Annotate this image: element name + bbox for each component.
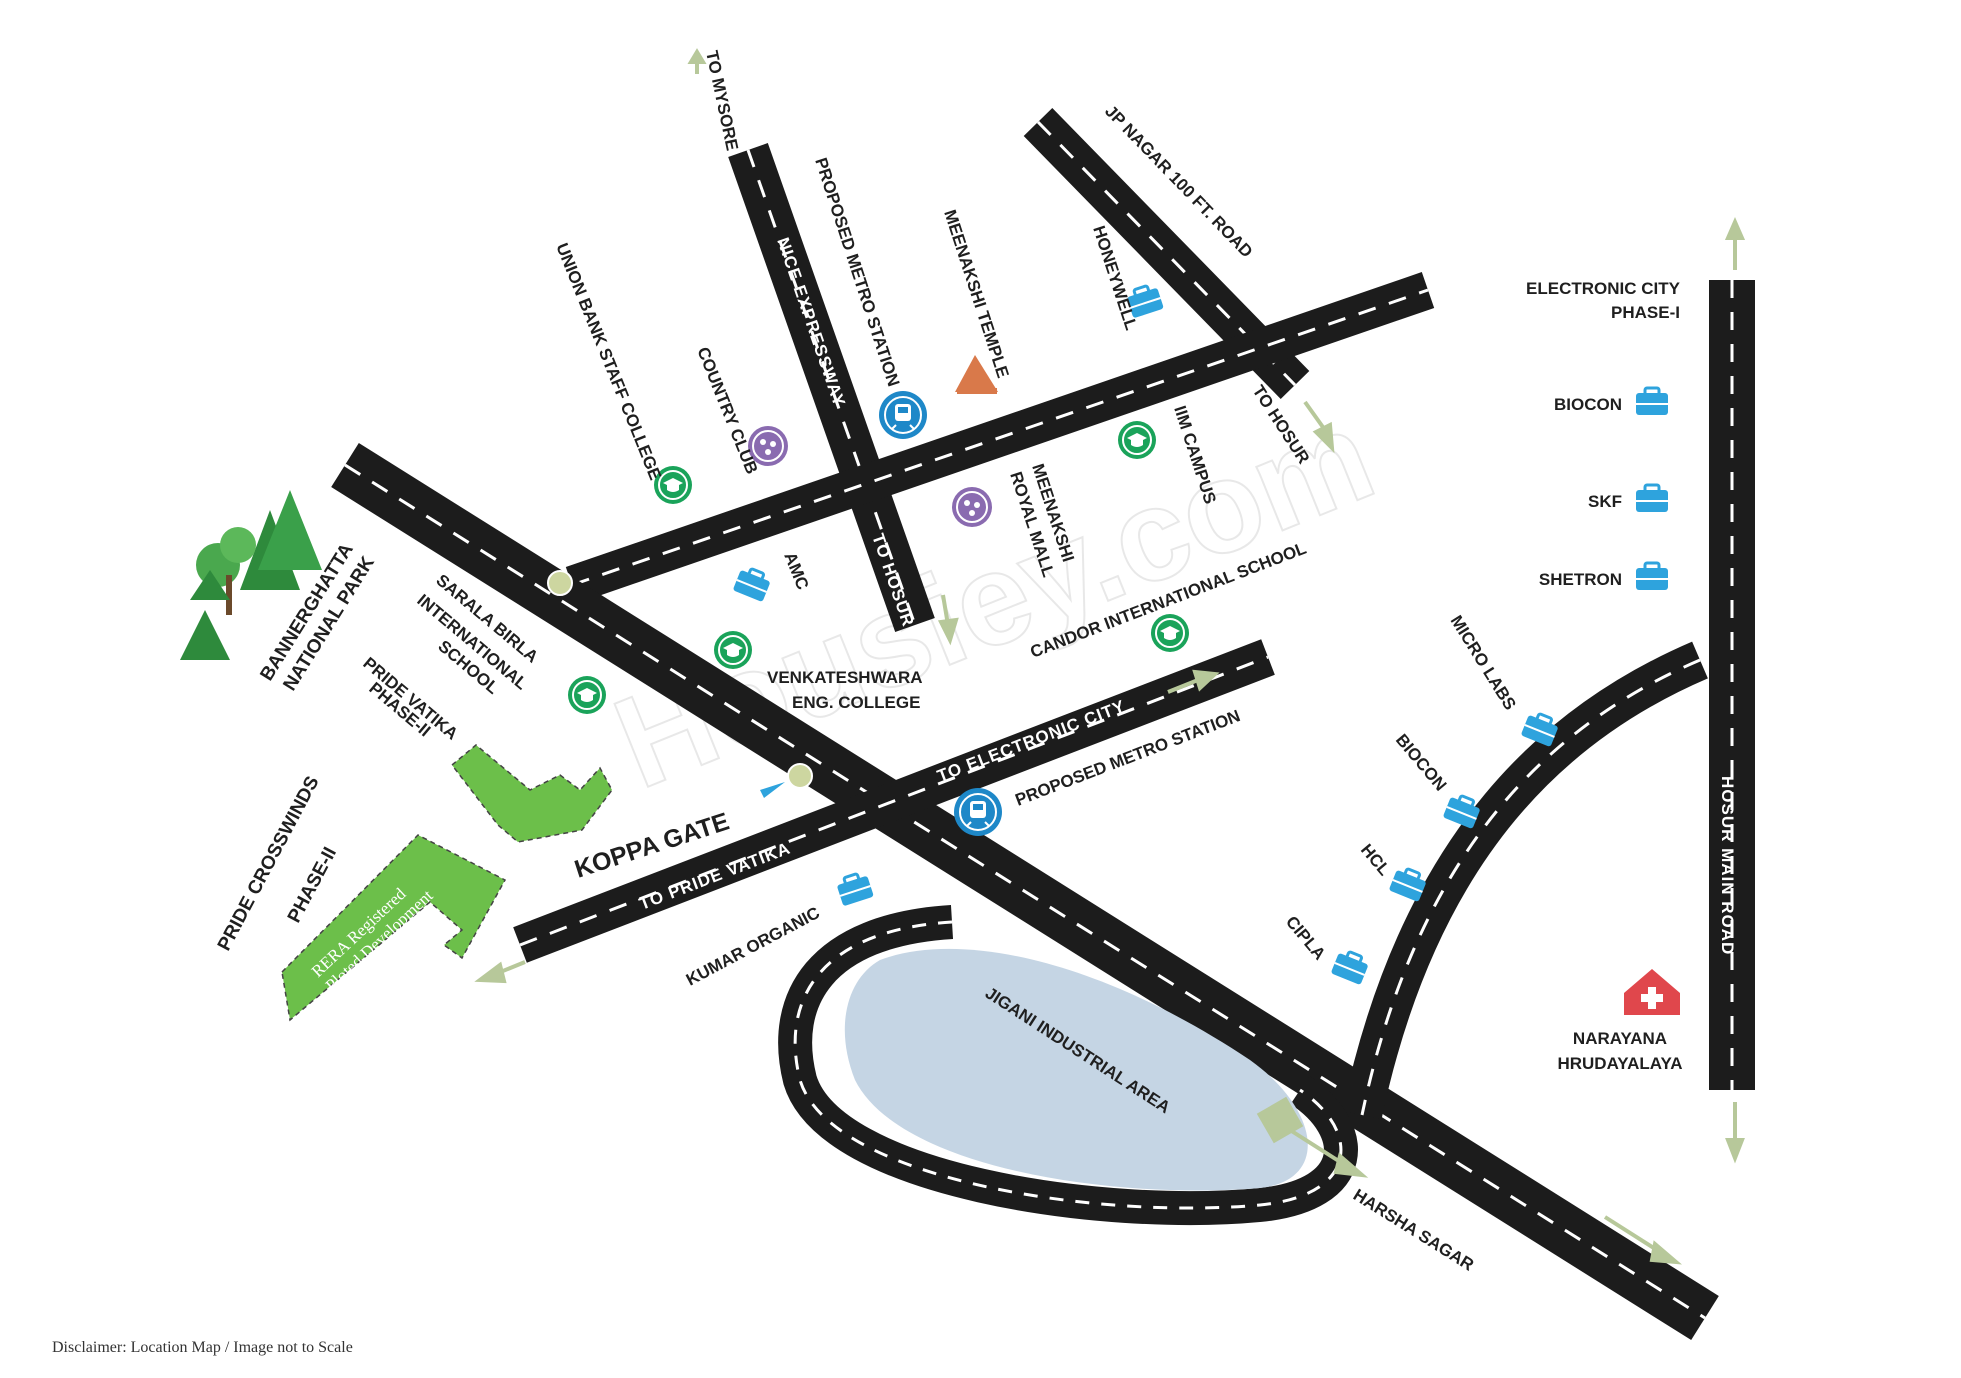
bannerghatta-circle-node xyxy=(547,570,573,596)
metro-station-2-icon xyxy=(953,787,1003,837)
forest-icon xyxy=(180,490,322,660)
label-union-bank: UNION BANK STAFF COLLEGE xyxy=(552,240,665,482)
sarala-birla-school-icon xyxy=(567,675,607,715)
road-bannerghatta-main xyxy=(565,272,1435,603)
label-meenakshi-temple: MEENAKSHI TEMPLE xyxy=(940,207,1012,380)
arrow-hosur-main-down-icon xyxy=(1725,1102,1745,1164)
road-label-harsha-sagar: HARSHA SAGAR xyxy=(1350,1185,1477,1274)
meenakshi-mall-icon xyxy=(951,486,993,528)
metro-station-1-icon xyxy=(878,390,928,440)
road-label-to-mysore: TO MYSORE xyxy=(702,49,742,152)
arrow-harsha-sagar-icon xyxy=(1603,1215,1682,1265)
shetron-briefcase-icon xyxy=(1634,561,1670,592)
label-skf: SKF xyxy=(1588,492,1622,511)
skf-briefcase-icon xyxy=(1634,483,1670,514)
arrow-electronic-city-icon xyxy=(1167,669,1220,694)
iim-campus-school-icon xyxy=(1117,420,1157,460)
kumar-organic-briefcase-icon xyxy=(833,869,876,908)
arrow-pride-vatika-icon xyxy=(474,960,526,984)
arrow-to-hosur-nice-icon xyxy=(937,594,959,646)
arrow-to-hosur-jp-icon xyxy=(1303,400,1335,454)
label-pride-crosswinds-1: PRIDE CROSSWINDS xyxy=(214,773,324,954)
label-cipla: CIPLA xyxy=(1282,912,1329,963)
koppa-gate-pointer-icon xyxy=(760,782,785,798)
pride-vatika-plot xyxy=(450,744,613,843)
label-narayana-1: NARAYANA xyxy=(1573,1029,1667,1048)
cipla-briefcase-icon xyxy=(1329,946,1372,987)
roads-layer xyxy=(331,108,1755,1341)
arrow-hosur-main-up-icon xyxy=(1724,217,1746,270)
direction-arrows xyxy=(474,48,1746,1265)
label-biocon-2: BIOCON xyxy=(1392,730,1450,794)
label-narayana-2: HRUDAYALAYA xyxy=(1557,1054,1682,1073)
candor-school-icon xyxy=(1150,613,1190,653)
label-amc: AMC xyxy=(780,549,812,592)
label-venkateshwara-1: VENKATESHWARA xyxy=(767,668,923,687)
amc-briefcase-icon xyxy=(731,563,774,604)
label-electronic-city-1: ELECTRONIC CITY xyxy=(1526,279,1681,298)
hospital-icon xyxy=(1624,969,1680,1015)
disclaimer-text: Disclaimer: Location Map / Image not to … xyxy=(52,1339,353,1356)
road-nice-expressway xyxy=(728,143,935,632)
label-biocon-1: BIOCON xyxy=(1554,395,1622,414)
arrow-jigani-icon xyxy=(1256,1096,1369,1178)
temple-icon xyxy=(955,355,998,394)
label-country-club: COUNTRY CLUB xyxy=(693,344,761,476)
road-bannerghatta-diagonal xyxy=(331,442,1719,1341)
arrow-to-mysore-icon xyxy=(687,48,707,74)
label-shetron: SHETRON xyxy=(1539,570,1622,589)
road-electronic-city xyxy=(513,639,1275,963)
label-venkateshwara-2: ENG. COLLEGE xyxy=(792,693,920,712)
pride-crosswinds-plot xyxy=(281,834,507,1022)
label-micro-labs: MICRO LABS xyxy=(1447,612,1520,713)
label-electronic-city-2: PHASE-I xyxy=(1611,303,1680,322)
label-pride-crosswinds-2: PHASE-II xyxy=(284,844,341,927)
jigani-industrial-area xyxy=(844,948,1308,1191)
label-hcl: HCL xyxy=(1357,840,1394,879)
koppa-gate-node xyxy=(787,763,813,789)
road-hosur-curve xyxy=(1342,641,1708,1120)
biocon-1-briefcase-icon xyxy=(1634,386,1670,417)
road-label-hosur-main-road: HOSUR MAIN ROAD xyxy=(1718,776,1737,955)
venkateshwara-school-icon xyxy=(713,630,753,670)
